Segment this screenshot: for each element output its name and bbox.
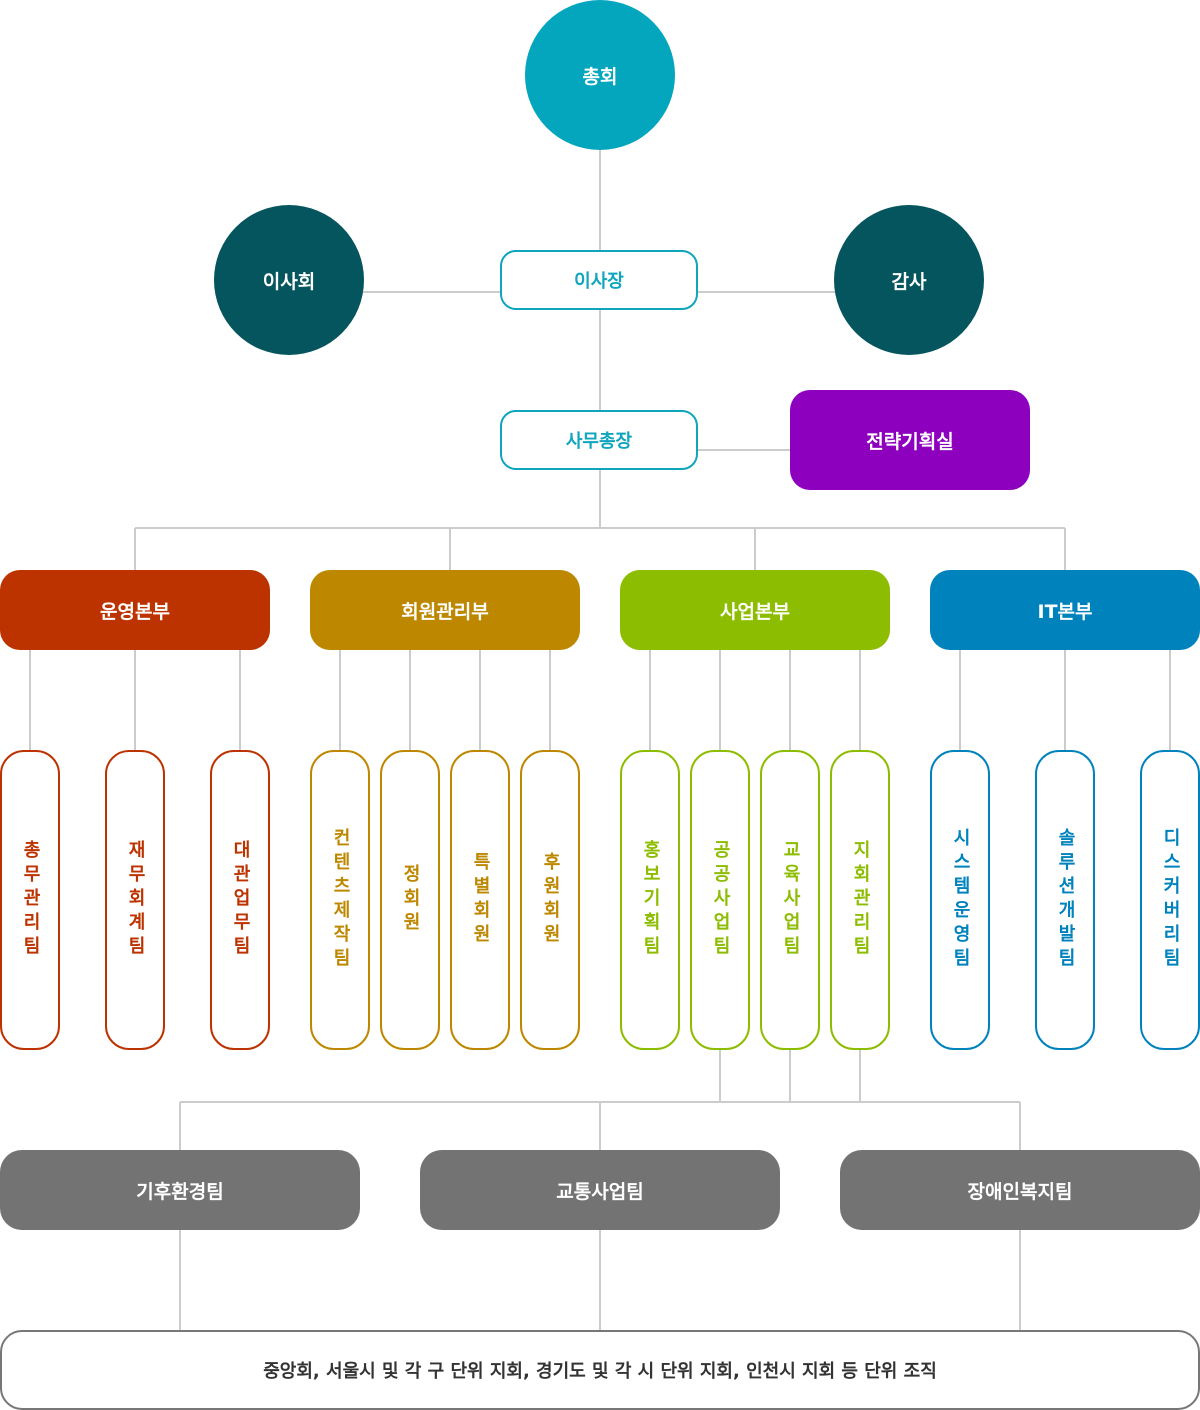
dept-business: 사업본부	[620, 570, 890, 650]
dept-label: IT본부	[1037, 600, 1093, 623]
team-node: 홍보기획팀	[620, 750, 680, 1050]
team-node: 총무관리팀	[0, 750, 60, 1050]
team-label: 총무관리팀	[20, 840, 41, 960]
team-label: 정회원	[400, 864, 421, 936]
strategy-office-node: 전략기획실	[790, 390, 1030, 490]
team-label: 재무회계팀	[125, 840, 146, 960]
team-label: 솔루션개발팀	[1055, 828, 1076, 972]
general-assembly-node: 총회	[525, 0, 675, 150]
team-label: 디스커버리팀	[1160, 828, 1181, 972]
auditor-label: 감사	[891, 270, 927, 293]
board-node: 이사회	[214, 205, 364, 355]
project-team-node: 교통사업팀	[420, 1150, 780, 1230]
team-node: 재무회계팀	[105, 750, 165, 1050]
team-label: 지회관리팀	[850, 840, 871, 960]
dept-operations: 운영본부	[0, 570, 270, 650]
project-team-label: 기후환경팀	[136, 1180, 224, 1203]
team-node: 정회원	[380, 750, 440, 1050]
project-team-label: 장애인복지팀	[967, 1180, 1073, 1203]
team-label: 공공사업팀	[710, 840, 731, 960]
team-label: 교육사업팀	[780, 840, 801, 960]
project-team-node: 기후환경팀	[0, 1150, 360, 1230]
team-node: 솔루션개발팀	[1035, 750, 1095, 1050]
team-label: 특별회원	[470, 852, 491, 948]
team-node: 후원회원	[520, 750, 580, 1050]
team-node: 디스커버리팀	[1140, 750, 1200, 1050]
project-team-label: 교통사업팀	[556, 1180, 644, 1203]
president-node: 이사장	[500, 250, 698, 310]
board-label: 이사회	[262, 270, 316, 293]
branch-organizations-node: 중앙회, 서울시 및 각 구 단위 지회, 경기도 및 각 시 단위 지회, 인…	[0, 1330, 1200, 1410]
dept-label: 회원관리부	[401, 600, 489, 623]
secretary-general-node: 사무총장	[500, 410, 698, 470]
team-label: 홍보기획팀	[640, 840, 661, 960]
president-label: 이사장	[574, 271, 624, 292]
auditor-node: 감사	[834, 205, 984, 355]
dept-label: 운영본부	[100, 600, 170, 623]
team-label: 시스템운영팀	[950, 828, 971, 972]
strategy-office-label: 전략기획실	[866, 430, 954, 453]
team-node: 교육사업팀	[760, 750, 820, 1050]
team-node: 공공사업팀	[690, 750, 750, 1050]
team-label: 대관업무팀	[230, 840, 251, 960]
dept-it: IT본부	[930, 570, 1200, 650]
branch-organizations-label: 중앙회, 서울시 및 각 구 단위 지회, 경기도 및 각 시 단위 지회, 인…	[263, 1361, 937, 1382]
team-node: 지회관리팀	[830, 750, 890, 1050]
dept-membership: 회원관리부	[310, 570, 580, 650]
general-assembly-label: 총회	[582, 65, 618, 88]
team-label: 후원회원	[540, 852, 561, 948]
team-node: 컨텐츠제작팀	[310, 750, 370, 1050]
team-label: 컨텐츠제작팀	[330, 828, 351, 972]
project-team-node: 장애인복지팀	[840, 1150, 1200, 1230]
team-node: 특별회원	[450, 750, 510, 1050]
team-node: 시스템운영팀	[930, 750, 990, 1050]
secretary-general-label: 사무총장	[565, 431, 633, 452]
team-node: 대관업무팀	[210, 750, 270, 1050]
dept-label: 사업본부	[720, 600, 790, 623]
